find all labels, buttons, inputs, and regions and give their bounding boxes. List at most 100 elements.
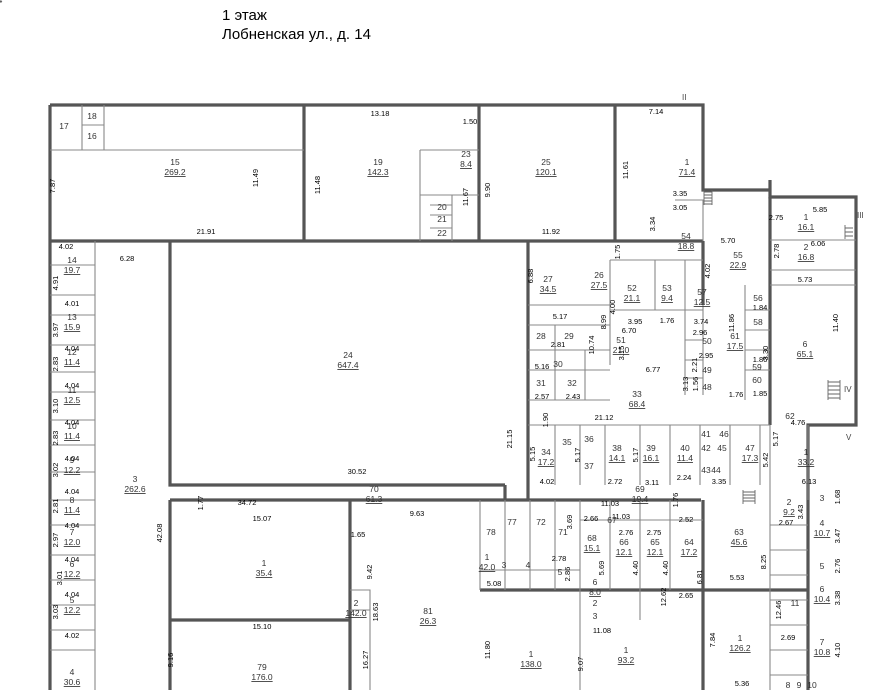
dimension-label: 11.03 bbox=[612, 512, 630, 521]
room-number: 35 bbox=[562, 437, 572, 447]
plan-stairs bbox=[703, 190, 853, 504]
dimension-label: 3.74 bbox=[694, 317, 709, 326]
dimension-label: 5.08 bbox=[487, 579, 502, 588]
dimension-label: 5.73 bbox=[798, 275, 813, 284]
dimension-label: 9.63 bbox=[410, 509, 425, 518]
room-number: 42 bbox=[701, 443, 711, 453]
dimension-label: 2.57 bbox=[535, 392, 550, 401]
dimension-label: 1.76 bbox=[729, 390, 744, 399]
room-number: 81 bbox=[423, 606, 433, 616]
dimension-label: 1.84 bbox=[753, 303, 768, 312]
room-area: 22.9 bbox=[730, 260, 747, 270]
dimension-label: 6.06 bbox=[811, 239, 826, 248]
room-area: 15.9 bbox=[64, 322, 81, 332]
room-number: 2 bbox=[804, 242, 809, 252]
dimension-label: 21.91 bbox=[197, 227, 216, 236]
room-area: 16.1 bbox=[798, 222, 815, 232]
dimension-label: 4.76 bbox=[791, 418, 806, 427]
room-number: 53 bbox=[662, 283, 672, 293]
room-number: 20 bbox=[437, 202, 447, 212]
dimension-label: 9.90 bbox=[483, 183, 492, 198]
dimension-label: 12.62 bbox=[659, 588, 668, 607]
room-number: 78 bbox=[486, 527, 496, 537]
room-number: 33 bbox=[632, 389, 642, 399]
room-number: 1 bbox=[262, 558, 267, 568]
dimension-label: 4.04 bbox=[65, 381, 80, 390]
dimension-label: 3.11 bbox=[645, 478, 659, 487]
room-number: 67 bbox=[607, 515, 617, 525]
room-number: 58 bbox=[753, 317, 763, 327]
dimension-label: 5.17 bbox=[553, 312, 568, 321]
dimension-label: 5.17 bbox=[573, 448, 582, 463]
dimension-label: 1.50 bbox=[463, 117, 478, 126]
room-area: 17.5 bbox=[727, 341, 744, 351]
dimension-label: 6.28 bbox=[120, 254, 135, 263]
dimension-label: 3.02 bbox=[51, 463, 60, 478]
room-area: 12.5 bbox=[64, 395, 81, 405]
room-area: 262.6 bbox=[124, 484, 146, 494]
dimension-label: 18.63 bbox=[371, 603, 380, 622]
room-number: 40 bbox=[680, 443, 690, 453]
room-area: 12.2 bbox=[64, 605, 81, 615]
dimension-label: 4.40 bbox=[631, 561, 640, 576]
dimension-label: 11.40 bbox=[831, 314, 840, 332]
room-number: 21 bbox=[437, 214, 447, 224]
room-number: 3 bbox=[593, 611, 598, 621]
dimension-label: 42.08 bbox=[155, 524, 164, 543]
dimension-label: 1.90 bbox=[541, 413, 550, 428]
room-number: 9 bbox=[70, 455, 75, 465]
floor-title: 1 этаж bbox=[222, 7, 267, 24]
dimension-label: 2.81 bbox=[551, 340, 566, 349]
dimension-label: 2.83 bbox=[51, 431, 60, 446]
dimension-label: 3.34 bbox=[648, 217, 657, 232]
dimension-label: 2.75 bbox=[769, 213, 784, 222]
dimension-label: 9.16 bbox=[166, 653, 175, 668]
dimension-label: 2.72 bbox=[608, 477, 623, 486]
dimension-label: 3.15 bbox=[617, 346, 626, 361]
room-number: 60 bbox=[752, 375, 762, 385]
room-number: 10 bbox=[67, 421, 77, 431]
room-area: 11.4 bbox=[64, 505, 80, 515]
room-area: 142.0 bbox=[345, 608, 367, 618]
plan-partitions bbox=[50, 105, 856, 690]
room-number: 1 bbox=[804, 447, 809, 457]
room-area: 12.1 bbox=[647, 547, 664, 557]
dimension-label: 5.53 bbox=[730, 573, 745, 582]
dimension-label: 21.15 bbox=[505, 430, 514, 449]
room-number: 49 bbox=[702, 365, 712, 375]
dimension-label: 15.10 bbox=[253, 622, 272, 631]
room-number: 25 bbox=[541, 157, 551, 167]
room-number: 54 bbox=[681, 231, 691, 241]
dimension-label: 1.65 bbox=[351, 530, 366, 539]
room-number: 68 bbox=[587, 533, 597, 543]
room-area: 68.4 bbox=[629, 399, 646, 409]
room-area: 12.2 bbox=[64, 569, 81, 579]
dimension-label: 11.80 bbox=[483, 641, 492, 659]
dimension-label: 6.70 bbox=[622, 326, 637, 335]
room-number: 52 bbox=[627, 283, 637, 293]
dimension-label: 6.81 bbox=[695, 570, 704, 585]
dimension-label: 6.88 bbox=[526, 269, 535, 284]
dimension-label: 1.77 bbox=[196, 496, 205, 511]
room-area: 14.1 bbox=[609, 453, 626, 463]
room-area: 16.8 bbox=[798, 252, 815, 262]
room-number: 48 bbox=[702, 382, 712, 392]
axis-mark-iv: IV bbox=[844, 385, 852, 394]
room-area: 11.4 bbox=[64, 357, 80, 367]
room-number: 29 bbox=[564, 331, 574, 341]
room-area: 12.0 bbox=[64, 537, 81, 547]
room-number: 4 bbox=[526, 560, 531, 570]
room-number: 69 bbox=[635, 484, 645, 494]
room-area: 17.3 bbox=[742, 453, 759, 463]
room-number: 34 bbox=[541, 447, 551, 457]
dimension-label: 3.69 bbox=[565, 515, 574, 530]
axis-mark-v: V bbox=[846, 433, 852, 442]
room-number: 22 bbox=[437, 228, 447, 238]
room-area: 142.3 bbox=[367, 167, 389, 177]
room-number: 77 bbox=[507, 517, 517, 527]
dimension-label: 1.68 bbox=[833, 490, 842, 505]
room-number: 5 bbox=[820, 561, 825, 571]
room-number: 50 bbox=[702, 336, 712, 346]
dimension-label: 34.72 bbox=[238, 498, 257, 507]
